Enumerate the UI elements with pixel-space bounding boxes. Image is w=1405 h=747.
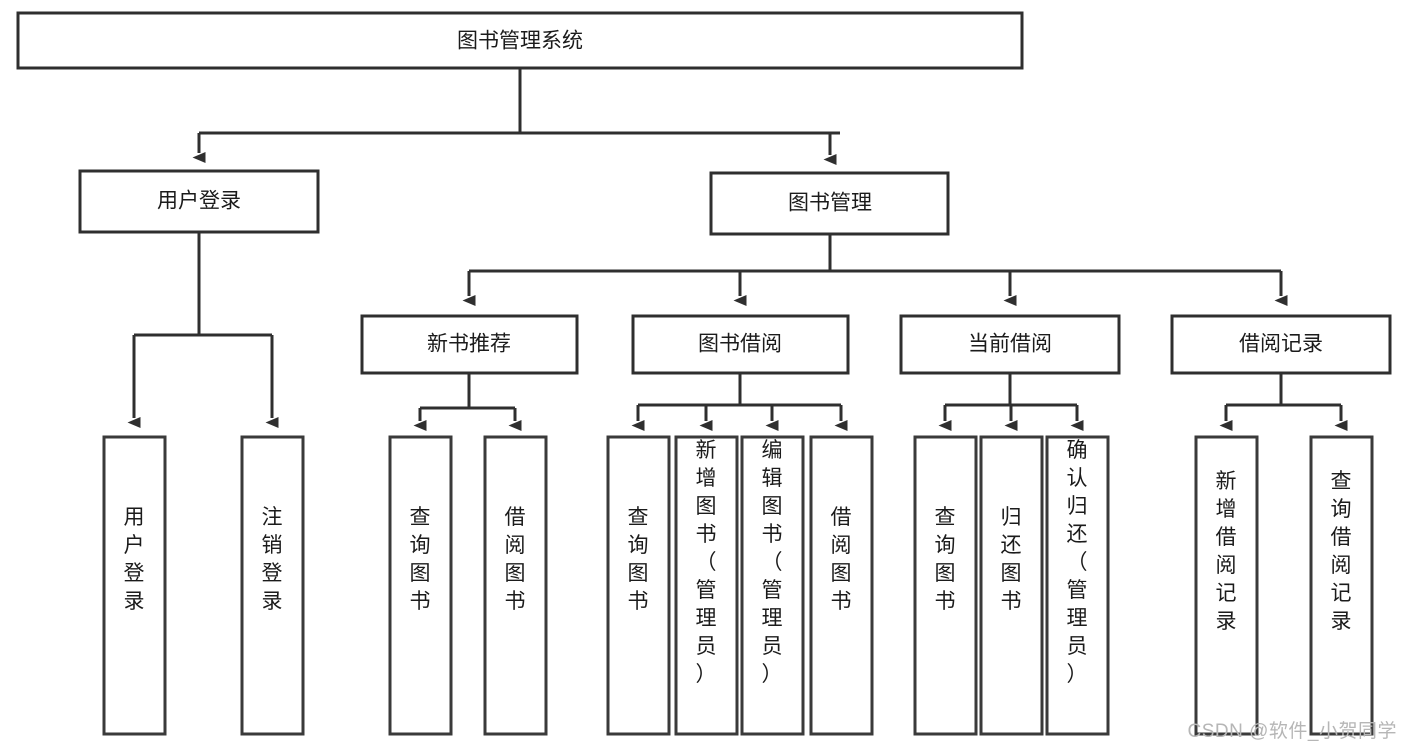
node-root-system-label: 图书管理系统 [457, 30, 583, 53]
node-new-book-recommend[interactable]: 新书推荐 [360, 314, 579, 375]
node-leaf-query-book-1[interactable]: 查询图书 [388, 435, 453, 736]
node-leaf-query-book-2[interactable]: 查询图书 [606, 435, 671, 736]
connector-user-login-to-leaves [127, 232, 279, 428]
node-leaf-borrow-book-1[interactable]: 借阅图书 [483, 435, 548, 736]
connector-new-book-recommend-to-leaves [413, 373, 522, 431]
node-current-borrow-label: 当前借阅 [968, 333, 1052, 356]
node-leaf-confirm-return[interactable]: 确认归还（管理员） [1045, 435, 1110, 736]
node-leaf-query-book-2-label: 查询图书 [628, 506, 649, 613]
connector-borrow-record-to-leaves [1219, 373, 1348, 431]
connector-book-borrow-to-leaves [631, 373, 848, 431]
node-leaf-query-book-1-label: 查询图书 [410, 506, 431, 613]
connector-current-borrow-to-leaves [938, 373, 1084, 431]
node-leaf-borrow-book-2[interactable]: 借阅图书 [809, 435, 874, 736]
node-leaf-query-record[interactable]: 查询借阅记录 [1309, 435, 1374, 736]
node-leaf-query-book-3-label: 查询图书 [935, 506, 956, 613]
connector-book-manage-to-level3 [462, 234, 1288, 306]
connector-root-to-level2 [192, 68, 840, 165]
node-leaf-return-book[interactable]: 归还图书 [979, 435, 1044, 736]
node-book-borrow-label: 图书借阅 [698, 333, 782, 356]
node-leaf-add-book-label: 新增图书（管理员） [696, 439, 717, 686]
node-user-login[interactable]: 用户登录 [78, 169, 320, 234]
node-leaf-add-record-label: 新增借阅记录 [1216, 470, 1237, 633]
node-leaf-add-book[interactable]: 新增图书（管理员） [674, 435, 739, 736]
node-leaf-add-record[interactable]: 新增借阅记录 [1194, 435, 1259, 736]
node-leaf-edit-book-label: 编辑图书（管理员） [762, 439, 783, 686]
node-leaf-borrow-book-1-label: 借阅图书 [505, 506, 526, 613]
node-book-borrow[interactable]: 图书借阅 [631, 314, 850, 375]
node-root-system[interactable]: 图书管理系统 [16, 11, 1024, 70]
node-book-manage-label: 图书管理 [788, 192, 872, 215]
node-leaf-query-record-label: 查询借阅记录 [1331, 470, 1352, 633]
node-borrow-record-label: 借阅记录 [1239, 333, 1323, 356]
node-leaf-user-login-label: 用户登录 [124, 506, 145, 613]
node-user-login-label: 用户登录 [157, 190, 241, 213]
node-current-borrow[interactable]: 当前借阅 [899, 314, 1121, 375]
node-leaf-logout-login-label: 注销登录 [262, 506, 283, 613]
node-borrow-record[interactable]: 借阅记录 [1170, 314, 1392, 375]
node-leaf-confirm-return-label: 确认归还（管理员） [1067, 439, 1088, 686]
node-leaf-query-book-3[interactable]: 查询图书 [913, 435, 978, 736]
node-leaf-user-login[interactable]: 用户登录 [102, 435, 167, 736]
node-leaf-logout-login[interactable]: 注销登录 [240, 435, 305, 736]
node-leaf-edit-book[interactable]: 编辑图书（管理员） [740, 435, 805, 736]
node-book-manage[interactable]: 图书管理 [709, 171, 950, 236]
node-leaf-borrow-book-2-label: 借阅图书 [831, 506, 852, 613]
node-leaf-return-book-label: 归还图书 [1001, 506, 1022, 613]
node-new-book-recommend-label: 新书推荐 [427, 333, 511, 356]
